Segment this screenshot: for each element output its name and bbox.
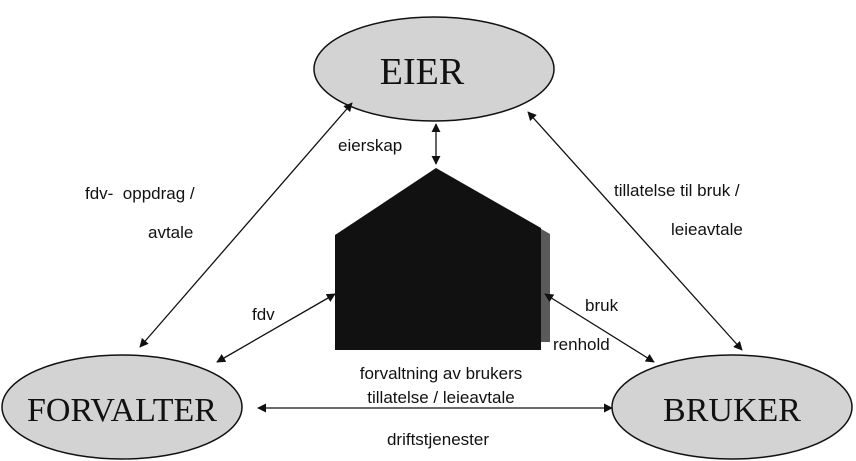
eier-ellipse (313, 16, 555, 122)
label-tillatelse-line2: leieavtale (671, 220, 743, 239)
arrow-eier-bruker (527, 111, 743, 351)
forvalter-ellipse (1, 354, 243, 460)
arrow-forvalter-eier (139, 102, 353, 348)
label-driftstjenester: driftstjenester (387, 430, 489, 449)
forvalter-title: FORVALTER (27, 392, 217, 429)
label-fdv: fdv (252, 305, 275, 324)
label-forvaltning-line2: tillatelse / leieavtale (367, 388, 514, 407)
eier-title: EIER (380, 51, 465, 93)
label-tillatelse-line1: tillatelse til bruk / (614, 181, 740, 200)
label-fdv-oppdrag: fdv- oppdrag / (85, 184, 195, 203)
label-eierskap: eierskap (338, 136, 402, 155)
house-icon (335, 168, 541, 350)
arrow-forvalter-house (216, 293, 336, 363)
label-forvaltning-line1: forvaltning av brukers (360, 364, 523, 383)
label-avtale: avtale (148, 223, 193, 242)
label-bruk: bruk (585, 296, 619, 315)
bruker-title: BRUKER (663, 392, 801, 429)
arrow-house-bruker (544, 293, 655, 363)
label-renhold: renhold (553, 335, 610, 354)
